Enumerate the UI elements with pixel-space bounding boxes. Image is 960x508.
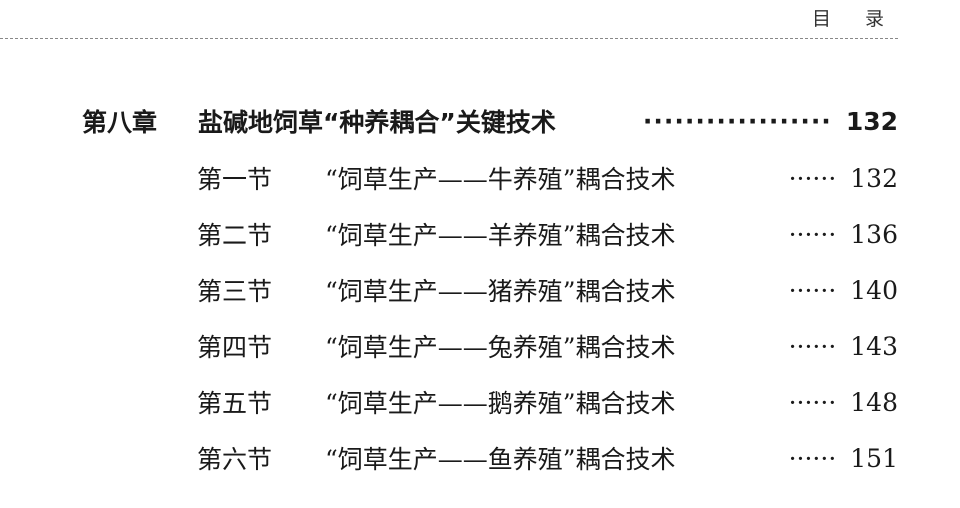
toc-section-entry[interactable]: 第一节 “饲草生产——牛养殖”耦合技术 ······ 132 bbox=[197, 158, 898, 198]
dot-leader: ······ bbox=[788, 443, 837, 473]
section-number: 第六节 bbox=[197, 445, 273, 474]
dot-leader: ·················· bbox=[642, 106, 832, 136]
toc-section-entry[interactable]: 第四节 “饲草生产——兔养殖”耦合技术 ······ 143 bbox=[197, 326, 898, 366]
page-number: 151 bbox=[850, 443, 898, 473]
toc-section-entry[interactable]: 第三节 “饲草生产——猪养殖”耦合技术 ······ 140 bbox=[197, 270, 898, 310]
section-title: “饲草生产——猪养殖”耦合技术 bbox=[325, 277, 676, 306]
section-number: 第三节 bbox=[197, 277, 273, 306]
header-divider bbox=[0, 38, 898, 39]
section-number: 第二节 bbox=[197, 221, 273, 250]
page-number: 143 bbox=[850, 331, 898, 361]
toc-chapter-entry[interactable]: 第八章 盐碱地饲草“种养耦合”关键技术 ·················· 1… bbox=[82, 101, 898, 141]
dot-leader: ······ bbox=[788, 331, 837, 361]
section-title: “饲草生产——鱼养殖”耦合技术 bbox=[325, 445, 676, 474]
page-number: 132 bbox=[845, 106, 898, 136]
section-title: “饲草生产——鹅养殖”耦合技术 bbox=[325, 389, 676, 418]
dot-leader: ······ bbox=[788, 163, 837, 193]
section-number: 第一节 bbox=[197, 165, 273, 194]
running-header: 目 录 bbox=[811, 8, 898, 30]
toc-section-entry[interactable]: 第六节 “饲草生产——鱼养殖”耦合技术 ······ 151 bbox=[197, 438, 898, 478]
page-number: 132 bbox=[850, 163, 898, 193]
dot-leader: ······ bbox=[788, 275, 837, 305]
page-number: 148 bbox=[850, 387, 898, 417]
section-title: “饲草生产——兔养殖”耦合技术 bbox=[325, 333, 676, 362]
section-title: “饲草生产——羊养殖”耦合技术 bbox=[325, 221, 676, 250]
dot-leader: ······ bbox=[788, 387, 837, 417]
dot-leader: ······ bbox=[788, 219, 837, 249]
chapter-number: 第八章 bbox=[82, 108, 158, 137]
page-number: 140 bbox=[850, 275, 898, 305]
toc-section-entry[interactable]: 第五节 “饲草生产——鹅养殖”耦合技术 ······ 148 bbox=[197, 382, 898, 422]
toc-section-entry[interactable]: 第二节 “饲草生产——羊养殖”耦合技术 ······ 136 bbox=[197, 214, 898, 254]
section-title: “饲草生产——牛养殖”耦合技术 bbox=[325, 165, 676, 194]
chapter-title: 盐碱地饲草“种养耦合”关键技术 bbox=[198, 108, 556, 137]
page-number: 136 bbox=[850, 219, 898, 249]
section-number: 第五节 bbox=[197, 389, 273, 418]
section-number: 第四节 bbox=[197, 333, 273, 362]
